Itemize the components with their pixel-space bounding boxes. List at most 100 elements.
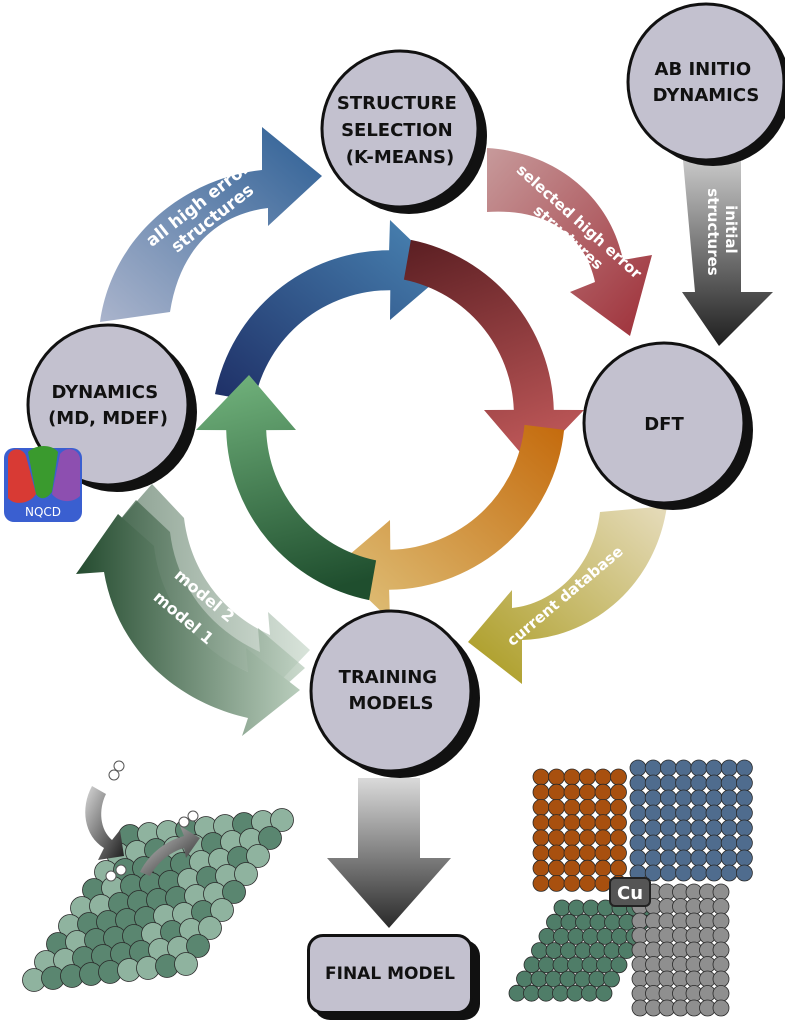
- steel-atom: [736, 759, 753, 777]
- grey-atom: [712, 956, 730, 973]
- model-1-arrow: [76, 514, 300, 736]
- svg-text:DYNAMICS (MD, MDEF): DYNAMICS (MD, MDEF): [48, 382, 168, 429]
- green-metal-atom: [530, 970, 548, 988]
- surface-atom: [246, 844, 270, 868]
- copper-atom: [548, 859, 565, 877]
- nqcd-logo-red: [8, 449, 36, 503]
- steel-atom: [720, 834, 738, 852]
- steel-atom: [675, 819, 692, 837]
- green-metal-atom: [516, 970, 533, 988]
- copper-atom: [548, 829, 565, 847]
- steel-atom: [629, 819, 647, 837]
- steel-atom: [720, 849, 738, 867]
- green-metal-atom: [545, 942, 563, 959]
- cu-label: Cu: [617, 883, 643, 904]
- grey-atom: [712, 941, 730, 959]
- steel-atom: [720, 864, 738, 882]
- copper-atom: [579, 814, 596, 831]
- steel-atom: [675, 864, 692, 882]
- green-metal-atom: [537, 984, 555, 1002]
- copper-atom: [532, 799, 550, 816]
- central-cycle: [196, 220, 584, 620]
- copper-atom: [548, 814, 565, 831]
- copper-atom: [610, 768, 627, 786]
- copper-atom: [594, 783, 612, 801]
- steel-atom: [705, 789, 723, 807]
- steel-atom: [644, 849, 662, 867]
- copper-atom: [579, 875, 596, 892]
- green-metal-atom: [582, 928, 599, 945]
- steel-atom: [644, 774, 662, 792]
- steel-atom: [705, 834, 723, 852]
- steel-atom: [736, 789, 753, 807]
- steel-atom: [675, 759, 692, 777]
- model-arrows: model 3 model 2 model 1: [76, 484, 310, 736]
- surface-atom: [234, 862, 258, 886]
- steel-atom: [675, 804, 692, 822]
- copper-atom: [594, 844, 612, 862]
- steel-atom: [690, 804, 708, 822]
- surface-atom: [270, 808, 294, 832]
- swoop-arrow-up: [140, 826, 200, 876]
- copper-atom: [610, 859, 627, 877]
- green-metal-atom: [552, 956, 570, 974]
- steel-atom: [644, 789, 662, 807]
- steel-atom: [705, 849, 723, 867]
- steel-atom: [736, 819, 753, 837]
- copper-atom: [532, 829, 550, 847]
- green-metal-atom: [567, 928, 585, 945]
- node-structure-selection-line2: SELECTION: [341, 120, 453, 141]
- arrow-label-initial-1: initial: [722, 205, 740, 254]
- green-metal-atom: [582, 899, 600, 917]
- copper-atom: [563, 799, 581, 816]
- steel-atom: [660, 834, 677, 852]
- node-structure-selection-line3: (K-MEANS): [346, 147, 454, 168]
- steel-atom: [690, 759, 708, 777]
- green-metal-atom: [595, 984, 613, 1002]
- steel-atom: [690, 864, 708, 882]
- copper-atom: [548, 768, 565, 786]
- steel-atom: [629, 834, 647, 852]
- nqcd-logo: NQCD: [4, 446, 82, 522]
- surface-atom: [198, 916, 222, 940]
- surface-illustration-left: [22, 808, 294, 992]
- node-ab-initio-line1: AB INITIO: [655, 59, 752, 80]
- steel-atom: [660, 759, 677, 777]
- green-metal-atom: [538, 928, 556, 945]
- copper-atom: [594, 799, 612, 816]
- cycle-segment-blue: [215, 220, 445, 402]
- copper-atom: [532, 875, 550, 892]
- steel-atom: [705, 774, 723, 792]
- steel-atom: [690, 774, 708, 792]
- molecule-atom-3: [178, 816, 190, 828]
- green-metal-atom: [568, 899, 585, 917]
- node-dft-label: DFT: [644, 414, 684, 435]
- green-metal-atom: [596, 928, 614, 945]
- green-metal-atom: [545, 970, 562, 988]
- arrow-label-initial-2: structures: [704, 188, 722, 275]
- surface-atom: [186, 934, 210, 958]
- node-dft: DFT: [582, 341, 753, 510]
- green-metal-atom: [604, 913, 621, 931]
- surface-atom: [174, 952, 198, 976]
- cu-label-box: [609, 877, 651, 907]
- steel-atom: [660, 819, 677, 837]
- steel-atom: [705, 804, 723, 822]
- nqcd-logo-text: NQCD: [25, 505, 61, 519]
- steel-atom: [675, 849, 692, 867]
- copper-atom: [579, 859, 596, 877]
- steel-atom: [690, 849, 708, 867]
- steel-atom: [644, 819, 662, 837]
- copper-atom: [594, 814, 612, 831]
- green-metal-atom: [552, 984, 569, 1002]
- green-metal-atom: [560, 942, 577, 959]
- copper-atom: [610, 829, 627, 847]
- steel-atom: [690, 819, 708, 837]
- node-structure-selection: STRUCTURE SELECTION (K-MEANS): [320, 49, 487, 214]
- copper-atom: [579, 829, 596, 847]
- steel-atom: [720, 804, 738, 822]
- steel-atom: [629, 774, 647, 792]
- copper-atom: [532, 783, 550, 801]
- arrow-to-final-model: [327, 778, 451, 928]
- copper-atom: [594, 768, 612, 786]
